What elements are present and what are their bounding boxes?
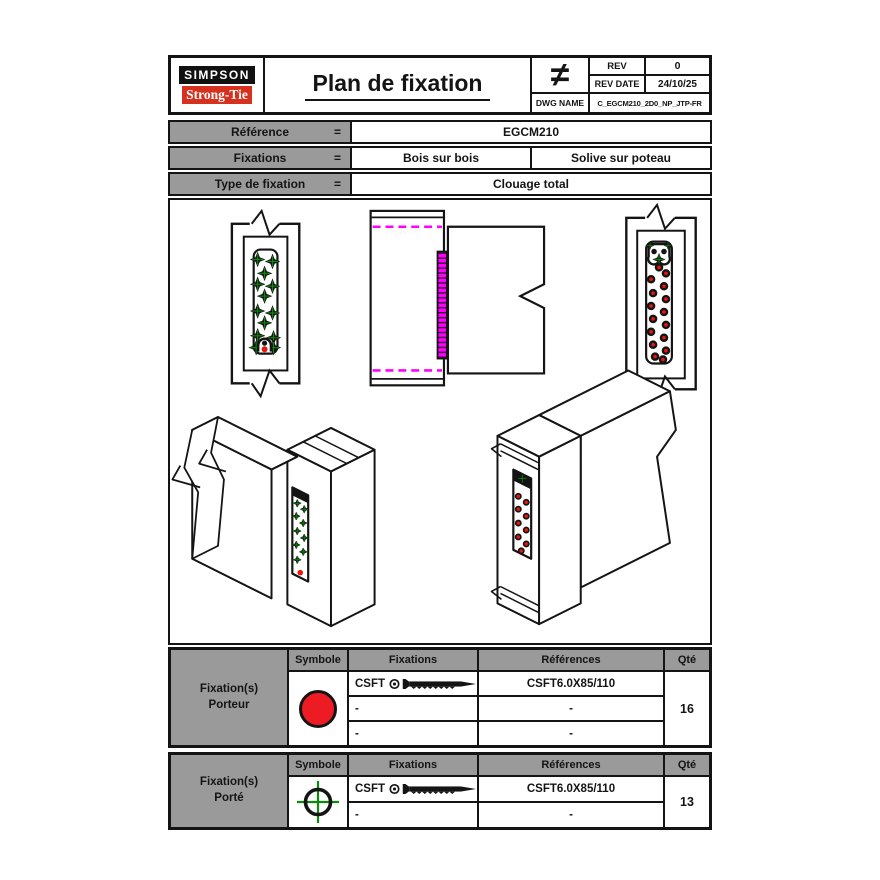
title-cell: Plan de fixation <box>265 58 530 112</box>
drawing-sheet: SIMPSON Strong-Tie Plan de fixation ≠ RE… <box>168 55 712 830</box>
equals-sign: = <box>333 151 341 165</box>
not-equal-symbol-icon: ≠ <box>532 58 590 94</box>
fixation-table-porteur: Fixation(s) Porteur Symbole Fixations Ré… <box>168 647 712 748</box>
fixation-cell: - <box>349 803 477 827</box>
fixations-value-2: Solive sur poteau <box>530 148 710 168</box>
reference-cell: - <box>479 803 663 827</box>
dwg-name-value: C_EGCM210_2D0_NP_JTP-FR <box>597 98 702 108</box>
fixation-cell: - <box>349 722 477 745</box>
rev-date-value: 24/10/25 <box>646 76 709 94</box>
header-fixations: Fixations <box>349 650 477 670</box>
equals-sign: = <box>333 177 341 191</box>
equals-sign: = <box>333 125 341 139</box>
fixations-label: Fixations <box>233 151 287 165</box>
logo-simpson-text: SIMPSON <box>179 66 255 84</box>
view-side-assembly <box>369 209 546 387</box>
green-crosshair-icon <box>297 781 339 823</box>
view-isometric-porteur <box>171 416 376 628</box>
simpson-strongtie-logo: SIMPSON Strong-Tie <box>171 58 265 112</box>
title-block: SIMPSON Strong-Tie Plan de fixation ≠ RE… <box>168 55 712 115</box>
red-circle-icon <box>299 689 337 728</box>
type-fixation-label: Type de fixation <box>214 177 306 191</box>
reference-cell: CSFT6.0X85/110 <box>479 672 663 695</box>
qty-porteur: 16 <box>665 672 709 745</box>
reference-label: Référence <box>230 125 290 139</box>
info-row-fixations: Fixations = Bois sur bois Solive sur pot… <box>168 146 712 170</box>
view-elevation-porteur <box>230 208 301 399</box>
symbol-porteur <box>289 672 347 745</box>
fixation-cell: CSFT <box>349 777 477 801</box>
type-fixation-value: Clouage total <box>492 177 569 191</box>
reference-cell: CSFT6.0X85/110 <box>479 777 663 801</box>
view-elevation-porte <box>625 202 697 405</box>
group-label-porteur: Fixation(s) Porteur <box>171 650 287 745</box>
screw-icon <box>389 678 477 689</box>
rev-date-label: REV DATE <box>590 76 646 94</box>
technical-drawing-svg <box>171 202 697 628</box>
bracket-edge-magenta <box>436 250 448 360</box>
rev-value: 0 <box>646 58 709 76</box>
rev-label: REV <box>590 58 646 76</box>
revision-block: ≠ REV 0 REV DATE 24/10/25 DWG NAME C_EGC… <box>530 58 709 112</box>
fixation-cell: CSFT <box>349 672 477 695</box>
fixation-table-porte: Fixation(s) Porté Symbole Fixations Réfé… <box>168 752 712 830</box>
reference-value: EGCM210 <box>502 125 560 139</box>
qty-porte: 13 <box>665 777 709 827</box>
reference-cell: - <box>479 722 663 745</box>
dwg-name-label: DWG NAME <box>532 94 590 112</box>
view-isometric-porte <box>490 369 677 626</box>
header-references: Références <box>479 650 663 670</box>
reference-cell: - <box>479 697 663 720</box>
fixation-cell: - <box>349 697 477 720</box>
technical-drawing-area <box>168 198 712 645</box>
header-qte: Qté <box>665 650 709 670</box>
group-label-porte: Fixation(s) Porté <box>171 755 287 827</box>
info-row-reference: Référence = EGCM210 <box>168 120 712 144</box>
header-fixations: Fixations <box>349 755 477 775</box>
header-references: Références <box>479 755 663 775</box>
page-title: Plan de fixation <box>304 70 491 101</box>
fixations-value-1: Bois sur bois <box>402 151 479 165</box>
header-symbole: Symbole <box>289 650 347 670</box>
symbol-porte <box>289 777 347 827</box>
info-row-type: Type de fixation = Clouage total <box>168 172 712 196</box>
screw-icon <box>389 783 477 795</box>
header-qte: Qté <box>665 755 709 775</box>
header-symbole: Symbole <box>289 755 347 775</box>
logo-strongtie-text: Strong-Tie <box>182 86 252 104</box>
